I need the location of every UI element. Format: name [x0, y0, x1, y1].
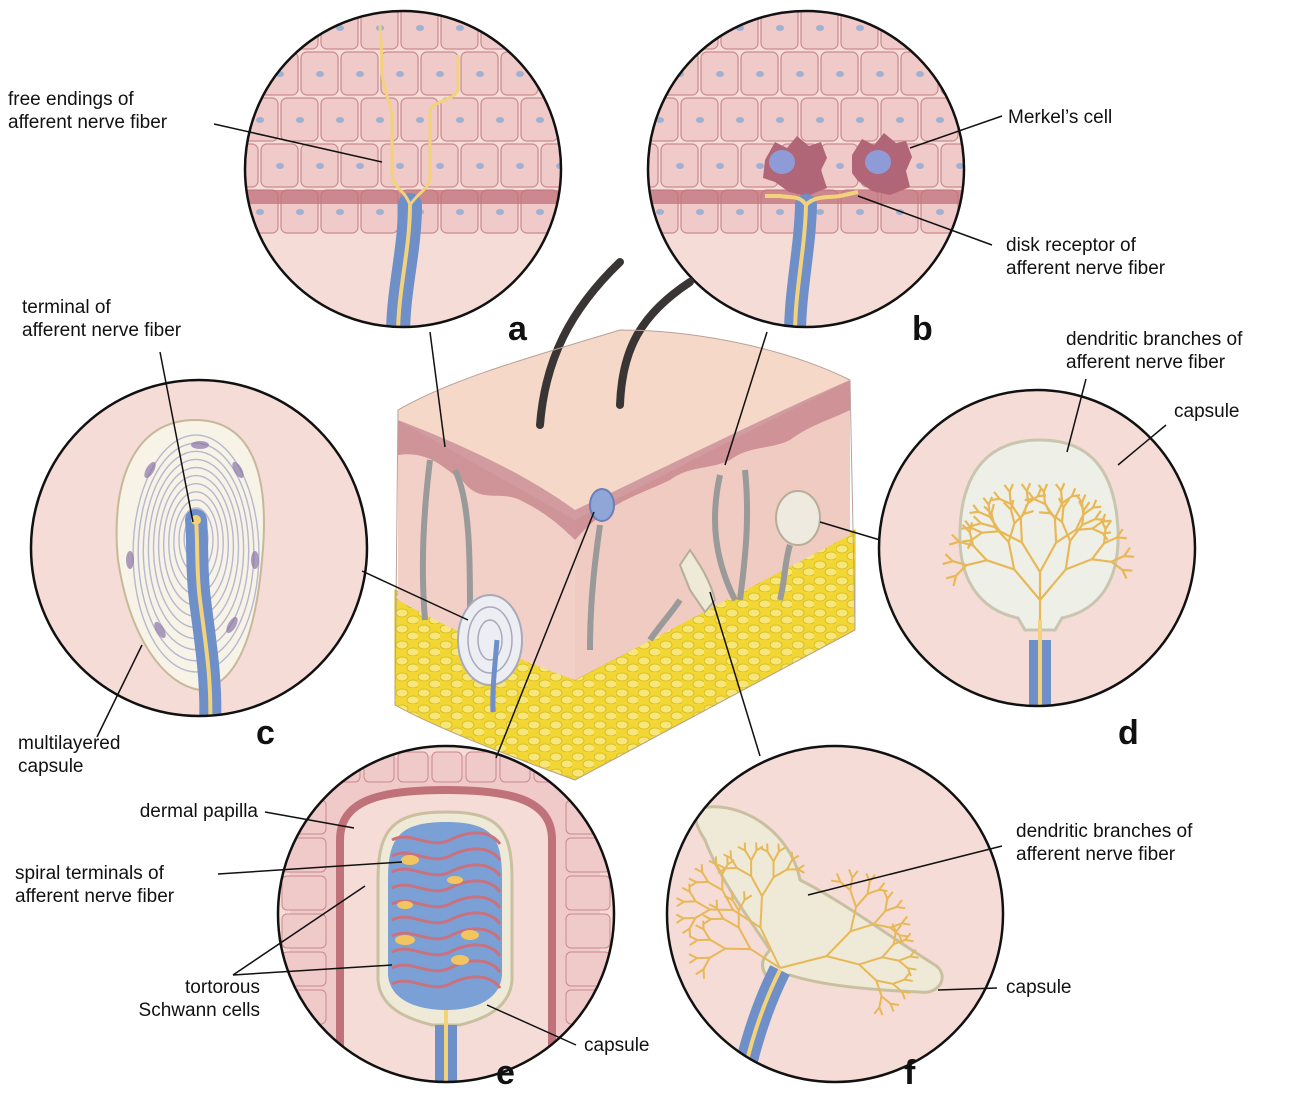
label-terminal: terminal of afferent nerve fiber — [22, 296, 181, 342]
label-multilayered-capsule: multilayered capsule — [18, 732, 120, 778]
label-line: capsule — [1174, 400, 1240, 423]
label-line: afferent nerve fiber — [1016, 843, 1192, 866]
label-capsule-e: capsule — [584, 1034, 650, 1057]
label-line: afferent nerve fiber — [8, 111, 167, 134]
label-line: spiral terminals of — [15, 862, 174, 885]
label-schwann-cells: tortorous Schwann cells — [96, 976, 260, 1022]
label-disk-receptor: disk receptor of afferent nerve fiber — [1006, 234, 1165, 280]
label-line: Merkel’s cell — [1008, 106, 1112, 129]
panel-f-branched-capsule — [660, 740, 1010, 1092]
panel-letter-b: b — [912, 312, 933, 346]
label-dendritic-branches-d: dendritic branches of afferent nerve fib… — [1066, 328, 1242, 374]
label-line: Schwann cells — [96, 999, 260, 1022]
panel-letter-a: a — [508, 312, 527, 346]
panel-a-free-nerve-endings — [221, 5, 598, 335]
panel-e-meissner-corpuscle — [270, 740, 620, 1092]
panel-c-lamellated-corpuscle — [25, 375, 375, 725]
panel-b-merkel-disk — [621, 5, 998, 335]
label-dendritic-branches-f: dendritic branches of afferent nerve fib… — [1016, 820, 1192, 866]
label-line: afferent nerve fiber — [15, 885, 174, 908]
skin-block — [395, 262, 855, 780]
label-capsule-d: capsule — [1174, 400, 1240, 423]
panel-letter-d: d — [1118, 716, 1139, 750]
label-line: dendritic branches of — [1016, 820, 1192, 843]
label-capsule-f: capsule — [1006, 976, 1072, 999]
label-spiral-terminals: spiral terminals of afferent nerve fiber — [15, 862, 174, 908]
label-dermal-papilla: dermal papilla — [106, 800, 258, 823]
label-line: afferent nerve fiber — [1006, 257, 1165, 280]
label-merkel-cell: Merkel’s cell — [1008, 106, 1112, 129]
label-line: afferent nerve fiber — [1066, 351, 1242, 374]
label-line: multilayered — [18, 732, 120, 755]
panel-d-branched-capsule — [870, 385, 1210, 715]
panel-letter-c: c — [256, 716, 275, 750]
panel-letter-f: f — [904, 1056, 915, 1090]
label-line: capsule — [1006, 976, 1072, 999]
panel-letter-e: e — [496, 1056, 515, 1090]
label-line: dermal papilla — [106, 800, 258, 823]
label-line: disk receptor of — [1006, 234, 1165, 257]
label-line: tortorous — [96, 976, 260, 999]
label-line: capsule — [584, 1034, 650, 1057]
label-line: free endings of — [8, 88, 167, 111]
label-line: afferent nerve fiber — [22, 319, 181, 342]
label-line: terminal of — [22, 296, 181, 319]
label-free-endings: free endings of afferent nerve fiber — [8, 88, 167, 134]
label-line: capsule — [18, 755, 120, 778]
label-line: dendritic branches of — [1066, 328, 1242, 351]
